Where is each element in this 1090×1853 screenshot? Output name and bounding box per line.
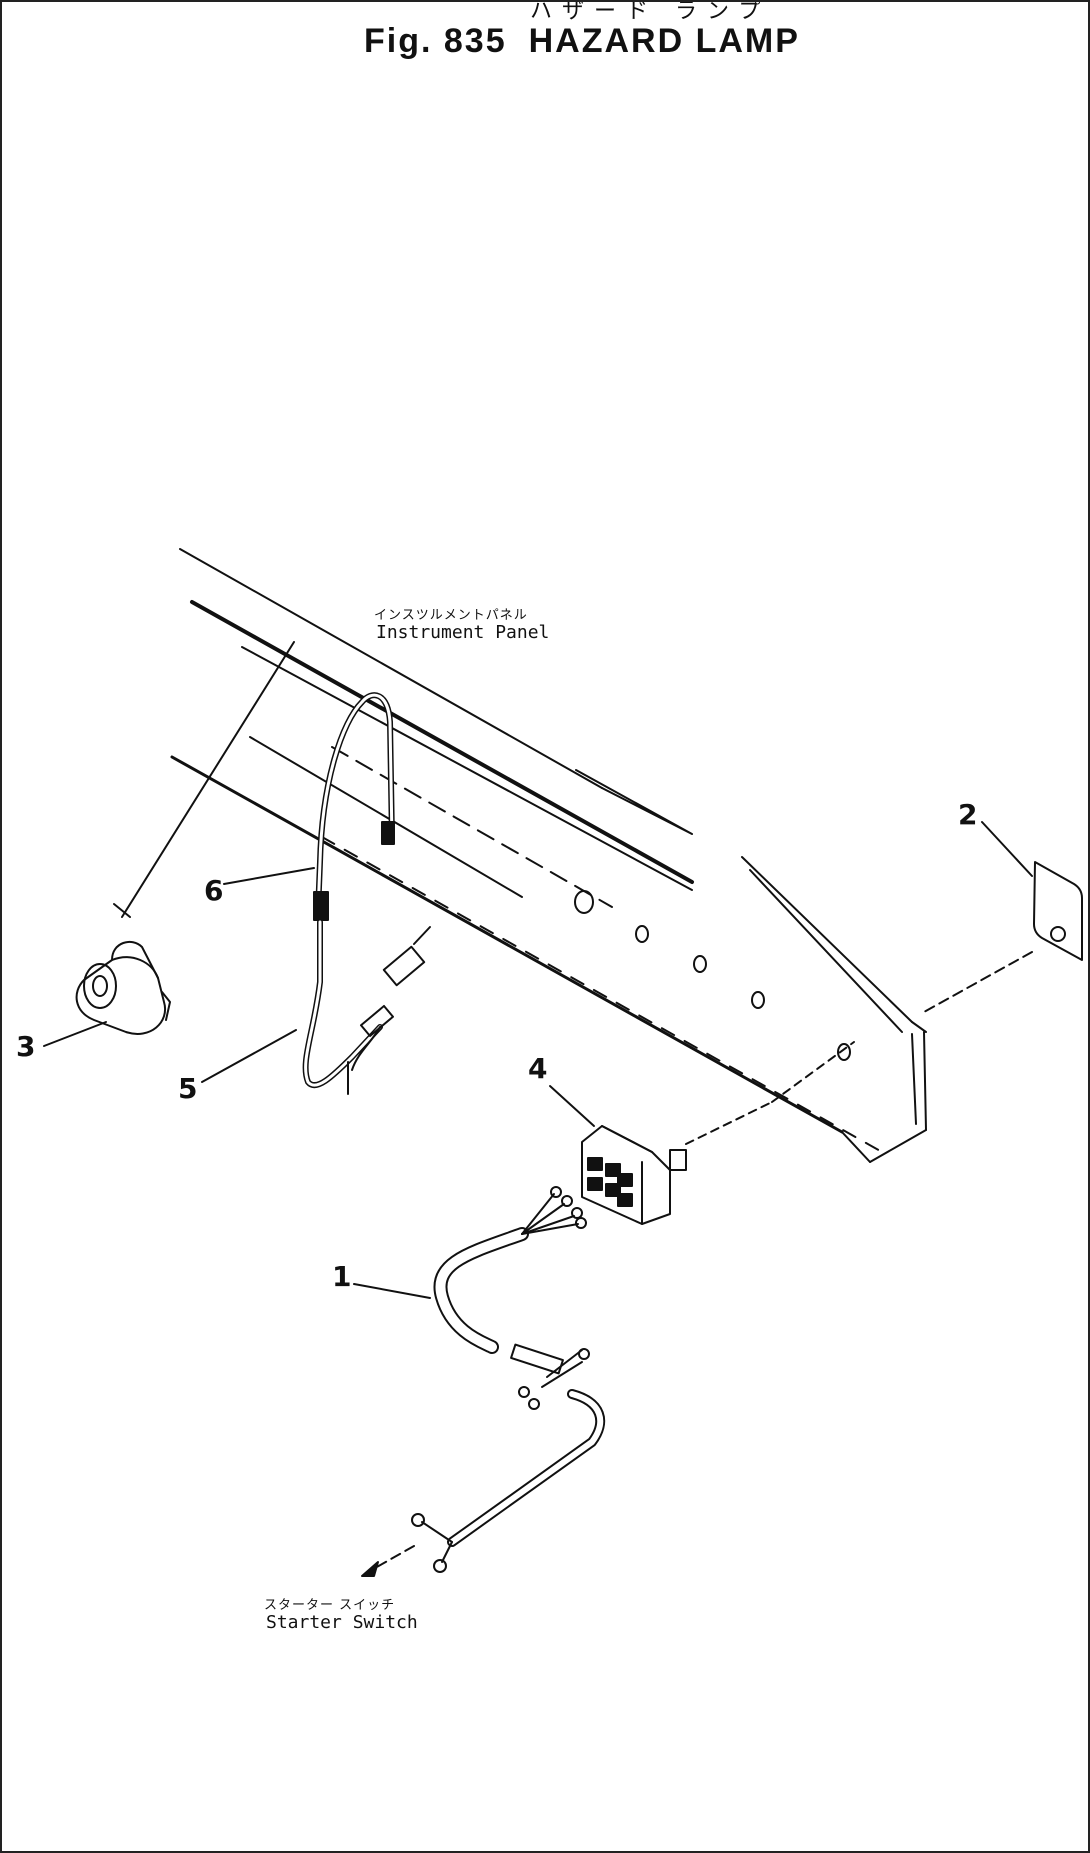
starter-switch-label: Starter Switch [266,1612,418,1633]
leader-4 [549,1085,595,1127]
callout-1: 1 [332,1260,352,1293]
part-4-hazard-switch [581,1041,855,1225]
part-1-harness [361,1186,606,1577]
callout-5: 5 [178,1072,198,1105]
callout-6: 6 [204,874,224,907]
starter-switch-label-japanese: スターター スイッチ [264,1598,396,1613]
instrument-panel-label: Instrument Panel [376,622,550,643]
leader-5 [201,1029,297,1083]
figure-name: HAZARD LAMP [528,22,800,60]
figure-title: Fig. 835 HAZARD LAMP [364,22,800,61]
leader-1 [353,1283,431,1299]
parts-5-6-lamp-wiring [302,692,431,1089]
figure-title-japanese: ハザード ランプ [530,0,771,24]
leader-3 [43,1021,107,1047]
instrument-panel-label-japanese: インスツルメントパネル [374,608,528,623]
instrument-panel-beam [170,548,927,1163]
leader-2 [981,821,1033,877]
part-3-hazard-lamp [75,641,295,1035]
leader-6 [223,867,315,885]
callout-2: 2 [958,798,978,831]
callout-3: 3 [16,1030,36,1063]
part-2-plate [923,861,1083,1013]
callout-4: 4 [528,1052,548,1085]
figure-number: Fig. 835 [364,22,507,60]
